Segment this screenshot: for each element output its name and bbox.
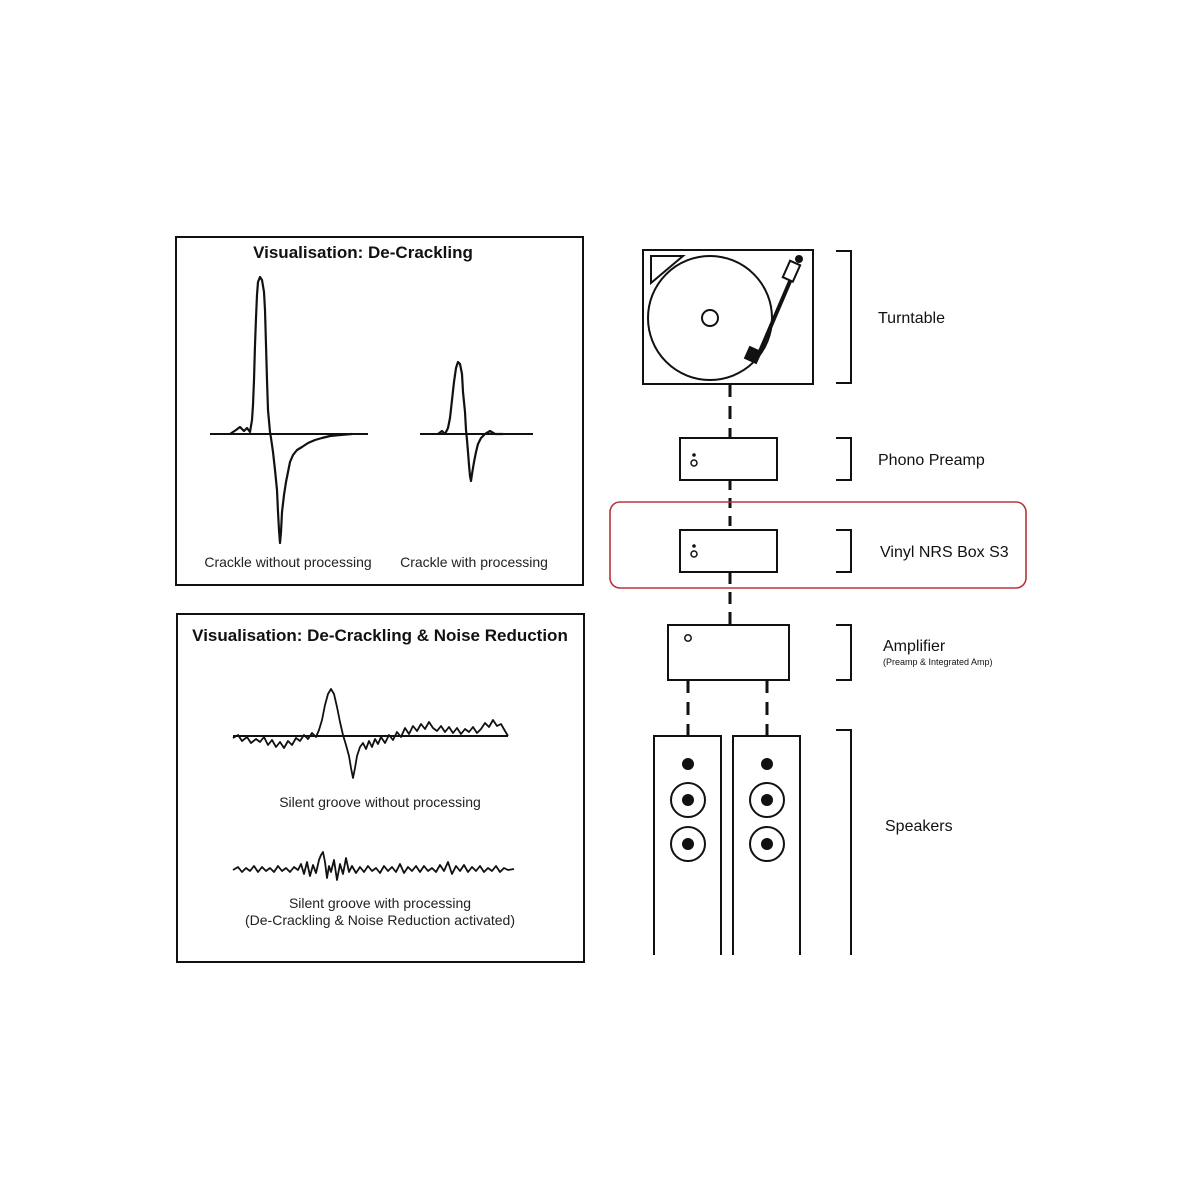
bracket-turntable xyxy=(836,250,852,384)
bracket-vinyl-nrs xyxy=(836,529,852,573)
panel-decrackling-frame xyxy=(175,236,584,586)
bracket-speakers xyxy=(836,729,852,955)
crackle-left-waveform xyxy=(228,275,354,545)
amplifier-graphic xyxy=(667,624,790,681)
speaker-left-tweeter xyxy=(682,758,694,770)
phono-preamp-graphic xyxy=(679,437,778,481)
turntable-corner-mark xyxy=(650,255,686,286)
panel-noise-reduction: Visualisation: De-Crackling & Noise Redu… xyxy=(176,613,585,963)
turntable-tonearm-pivot xyxy=(795,255,803,263)
speaker-right-woofer-bottom xyxy=(749,826,785,862)
phono-preamp-knob xyxy=(690,459,698,467)
groove-processed-caption-line1: Silent groove with processing xyxy=(289,895,471,911)
phono-preamp-led xyxy=(692,453,696,457)
crackle-left-caption: Crackle without processing xyxy=(204,554,371,570)
speaker-left-woofer-bottom xyxy=(670,826,706,862)
speaker-right-graphic xyxy=(732,735,801,955)
turntable-graphic xyxy=(642,249,814,385)
bracket-amplifier xyxy=(836,624,852,681)
speaker-right-woofer-top xyxy=(749,782,785,818)
vinyl-nrs-knob xyxy=(690,550,698,558)
speaker-left-graphic xyxy=(653,735,722,955)
vinyl-nrs-graphic xyxy=(679,529,778,573)
label-speakers: Speakers xyxy=(885,818,953,835)
groove-processed-caption-line2: (De-Crackling & Noise Reduction activate… xyxy=(245,912,515,928)
panel-decrackling-title: Visualisation: De-Crackling xyxy=(253,243,473,262)
label-amplifier: Amplifier xyxy=(883,638,946,655)
vinyl-nrs-highlight-frame xyxy=(609,501,1027,589)
label-vinyl-nrs: Vinyl NRS Box S3 xyxy=(880,544,1009,561)
panel-noise-title: Visualisation: De-Crackling & Noise Redu… xyxy=(192,626,568,645)
crackle-right-waveform xyxy=(436,360,505,483)
label-phono-preamp: Phono Preamp xyxy=(878,452,985,469)
panel-decrackling: Visualisation: De-Crackling Crackle with… xyxy=(175,236,584,586)
crackle-right-caption: Crackle with processing xyxy=(400,554,548,570)
turntable-platter xyxy=(647,255,773,381)
speaker-left-woofer-top xyxy=(670,782,706,818)
amplifier-knob xyxy=(684,634,692,642)
vinyl-nrs-led xyxy=(692,544,696,548)
turntable-headshell xyxy=(743,345,763,365)
bracket-phono-preamp xyxy=(836,437,852,481)
signal-chain: Turntable Phono Preamp Vinyl NRS Box S3 … xyxy=(609,249,1027,955)
groove-noisy-waveform xyxy=(232,688,509,779)
panel-noise-frame xyxy=(176,613,585,963)
turntable-spindle xyxy=(701,309,719,327)
groove-noisy-caption: Silent groove without processing xyxy=(279,794,481,810)
groove-processed-waveform xyxy=(232,851,515,881)
speaker-right-tweeter xyxy=(761,758,773,770)
label-amplifier-sub: (Preamp & Integrated Amp) xyxy=(883,657,993,667)
label-turntable: Turntable xyxy=(878,310,945,327)
turntable-counterweight xyxy=(781,259,802,283)
